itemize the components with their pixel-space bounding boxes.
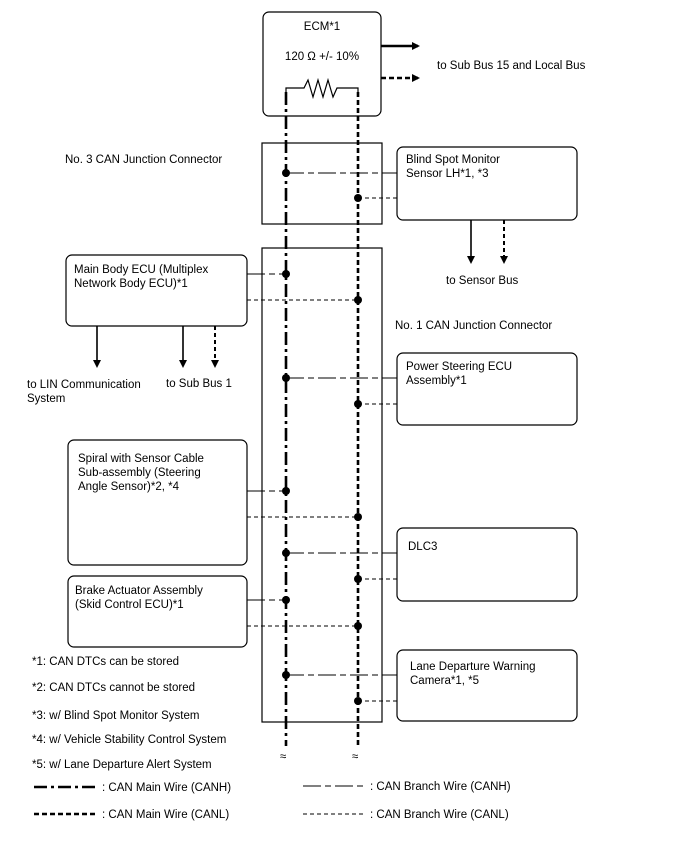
junction-dot	[282, 549, 290, 557]
junction-dot	[354, 575, 362, 583]
junction-dot	[282, 374, 290, 382]
brake-actuator-box	[67, 575, 248, 648]
ecm-resistance: 120 Ω +/- 10%	[285, 51, 359, 63]
brake-label-1: Brake Actuator Assembly	[75, 585, 203, 597]
brake-label-2: (Skid Control ECU)*1	[75, 599, 184, 611]
ecm-title: ECM*1	[304, 21, 340, 33]
junction-1-label: No. 1 CAN Junction Connector	[395, 320, 552, 332]
junction-dot	[354, 513, 362, 521]
lane-departure-camera-box	[396, 649, 578, 722]
sub-bus-1-label: to Sub Bus 1	[166, 378, 232, 390]
junction-dot	[354, 194, 362, 202]
dlc3-label: DLC3	[408, 541, 437, 553]
junction-dot	[354, 400, 362, 408]
junction-dot	[282, 671, 290, 679]
legend-branch-canl: : CAN Branch Wire (CANL)	[370, 809, 509, 821]
blind-spot-label-2: Sensor LH*1, *3	[406, 168, 488, 180]
main-body-label-1: Main Body ECU (Multiplex	[74, 264, 208, 276]
legend-main-canh: : CAN Main Wire (CANH)	[102, 782, 231, 794]
spiral-label-2: Sub-assembly (Steering	[78, 467, 201, 479]
junction-connector-1	[261, 247, 383, 723]
junction-dot	[282, 487, 290, 495]
junction-dot	[354, 697, 362, 705]
ecm-frame	[262, 11, 382, 117]
note-4: *4: w/ Vehicle Stability Control System	[32, 734, 226, 746]
main-body-label-2: Network Body ECU)*1	[74, 278, 188, 290]
notes: *1: CAN DTCs can be stored *2: CAN DTCs …	[32, 656, 226, 771]
dlc3-box	[396, 527, 578, 602]
sensor-bus-label: to Sensor Bus	[446, 275, 518, 287]
legend: : CAN Main Wire (CANH) : CAN Main Wire (…	[34, 781, 511, 821]
junction-dot	[282, 596, 290, 604]
junction-connector-3	[261, 142, 383, 225]
power-steering-ecu-box	[396, 352, 578, 426]
blind-spot-monitor-box	[396, 146, 578, 221]
junction-3-label: No. 3 CAN Junction Connector	[65, 154, 222, 166]
spiral-label-3: Angle Sensor)*2, *4	[78, 481, 180, 493]
note-1: *1: CAN DTCs can be stored	[32, 656, 179, 668]
blind-spot-label-1: Blind Spot Monitor	[406, 154, 500, 166]
lin-label-2: System	[27, 393, 65, 405]
note-3: *3: w/ Blind Spot Monitor System	[32, 710, 199, 722]
lane-label-1: Lane Departure Warning	[410, 661, 536, 673]
lane-label-2: Camera*1, *5	[410, 675, 479, 687]
break-symbol-canl: ≈	[352, 751, 358, 763]
legend-main-canl: : CAN Main Wire (CANL)	[102, 809, 229, 821]
junction-dot	[354, 622, 362, 630]
junction-dot	[282, 270, 290, 278]
main-body-ecu-box	[65, 254, 248, 327]
note-2: *2: CAN DTCs cannot be stored	[32, 682, 195, 694]
power-steering-label-2: Assembly*1	[406, 375, 467, 387]
ecm-box: ECM*1 120 Ω +/- 10%	[262, 11, 382, 117]
junction-dot	[282, 169, 290, 177]
ecm-output-label: to Sub Bus 15 and Local Bus	[437, 60, 586, 72]
resistor-symbol	[285, 77, 359, 100]
spiral-label-1: Spiral with Sensor Cable	[78, 453, 204, 465]
lin-label-1: to LIN Communication	[27, 379, 141, 391]
legend-branch-canh: : CAN Branch Wire (CANH)	[370, 781, 511, 793]
junction-dot	[354, 296, 362, 304]
power-steering-label-1: Power Steering ECU	[406, 361, 512, 373]
break-symbol-canh: ≈	[280, 751, 286, 763]
spiral-sensor-box	[67, 439, 248, 566]
note-5: *5: w/ Lane Departure Alert System	[32, 759, 212, 771]
